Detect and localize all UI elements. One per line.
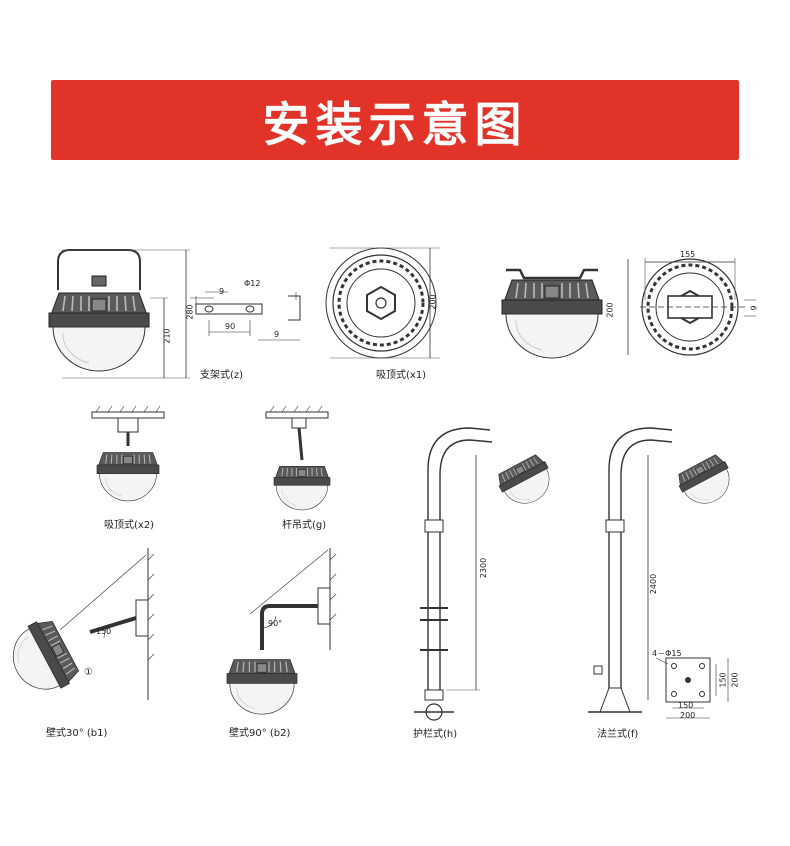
caption-bracket: 支架式(z) [200,370,244,381]
ceiling-x2-drawing [91,405,165,502]
caption-flange: 法兰式(f) [597,729,639,740]
dim-x1-200: 200 [428,294,438,310]
dim-flange-200a: 200 [730,672,740,688]
side-top-view [627,257,756,357]
dim-flange-150a: 150 [718,672,728,688]
caption-guardrail: 护栏式(h) [413,729,458,740]
banner-title: 安装示意图 [262,97,528,153]
guardrail-pole-drawing [414,427,560,721]
caption-wall90: 壁式90° (b2) [229,728,291,739]
dim-bracket-90: 90 [225,322,236,331]
bracket-plate-drawing [190,291,301,341]
dim-280: 280 [185,304,195,320]
dim-flange-150b: 150 [678,701,694,710]
flange-pole-drawing [588,427,740,719]
dim-flange-2400: 2400 [649,573,659,595]
dim-wall-150: 150 [96,627,112,636]
dim-side-155: 155 [680,250,696,259]
dim-side-200: 200 [605,302,615,318]
ceiling-x1-top-view [325,247,440,359]
wall-marker: ① [84,667,93,678]
dim-guard-2300: 2300 [479,557,489,579]
dim-210: 210 [162,328,172,344]
caption-ceiling-x2: 吸顶式(x2) [104,520,155,531]
caption-ceiling-x1: 吸顶式(x1) [376,370,427,381]
caption-wall30: 壁式30° (b1) [46,728,108,739]
lamp-side-view [501,268,603,359]
lamp-front-view [48,249,190,379]
title-banner: 安装示意图 [51,80,739,160]
dim-side-9: 9 [749,305,759,311]
rod-hanging-drawing [265,405,331,511]
dim-bracket-9b: 9 [274,330,280,339]
caption-rod: 杆吊式(g) [282,520,327,531]
dim-flange-200b: 200 [680,711,696,720]
dim-flange-holes: 4－Φ15 [652,649,682,658]
wall-30-drawing [0,548,155,704]
dim-bracket-9a: 9 [219,287,225,296]
dim-wall-90-angle: 90° [268,619,283,628]
wall-90-drawing [226,548,337,715]
dim-bracket-hole: Φ12 [244,279,261,288]
